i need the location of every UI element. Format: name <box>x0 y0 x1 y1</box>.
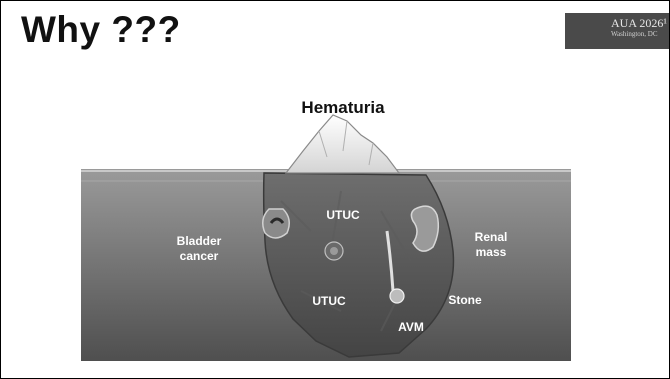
bladder-icon <box>263 209 290 238</box>
label-bladder-line1: Bladder <box>177 234 222 248</box>
hematuria-iceberg-figure: Hematuria UTUC Bladder cancer Renal mass… <box>81 91 571 361</box>
label-renal-line1: Renal <box>475 230 508 244</box>
label-avm: AVM <box>398 320 424 334</box>
aua-logo: AUA 2026¹ Washington, DC <box>565 13 669 49</box>
hematuria-label: Hematuria <box>301 98 385 117</box>
utuc-tumor-icon <box>325 242 343 260</box>
label-stone: Stone <box>448 293 482 307</box>
label-renal-line2: mass <box>476 245 507 259</box>
label-utuc-top: UTUC <box>326 208 360 222</box>
logo-main-text: AUA 2026¹ <box>611 17 665 30</box>
slide-title: Why ??? <box>21 9 181 51</box>
label-utuc-bottom: UTUC <box>312 294 346 308</box>
logo-sub-text: Washington, DC <box>611 30 665 39</box>
iceberg-illustration: Hematuria UTUC Bladder cancer Renal mass… <box>81 91 571 361</box>
label-bladder-line2: cancer <box>180 249 219 263</box>
